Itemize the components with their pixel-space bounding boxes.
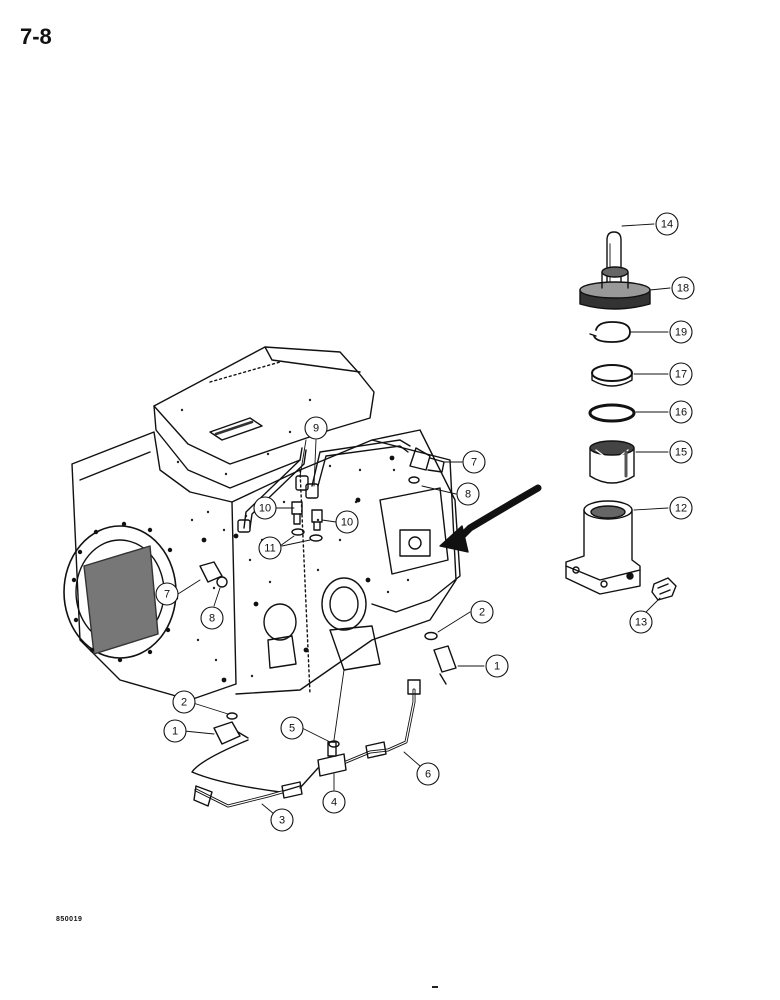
callout-circle: [669, 320, 693, 344]
callout-c10a: 10: [253, 496, 277, 520]
callout-number: 2: [479, 607, 485, 619]
page-mark: [432, 986, 438, 988]
callout-circle: [253, 496, 277, 520]
callout-number: 17: [675, 369, 687, 381]
callout-circle: [280, 716, 304, 740]
seal-ring-part: [591, 364, 633, 382]
callout-c10b: 10: [335, 510, 359, 534]
callout-c3: 3: [270, 808, 294, 832]
callout-circle: [462, 450, 486, 474]
callout-circle: [669, 440, 693, 464]
callout-number: 11: [264, 543, 275, 555]
callout-c9: 9: [304, 416, 328, 440]
callout-c16: 16: [669, 400, 693, 424]
callout-number: 1: [494, 661, 500, 673]
callout-number: 19: [675, 327, 687, 339]
callout-number: 6: [425, 769, 431, 781]
callout-c7a: 7: [462, 450, 486, 474]
indicator-arrow: [439, 484, 542, 553]
callout-circle: [258, 536, 282, 560]
sensor-part: [651, 577, 677, 601]
figure-code: 850019: [56, 916, 83, 923]
callout-circle: [485, 654, 509, 678]
callout-c2b: 2: [172, 690, 196, 714]
callout-c4: 4: [322, 790, 346, 814]
leader-lines: [177, 223, 671, 815]
callout-number: 10: [259, 503, 271, 515]
callout-c8b: 8: [200, 606, 224, 630]
callout-circle: [629, 610, 653, 634]
callout-number: 10: [341, 517, 353, 529]
callout-c5: 5: [280, 716, 304, 740]
callout-number: 8: [465, 489, 471, 501]
callout-circle: [669, 362, 693, 386]
callout-c1b: 1: [163, 719, 187, 743]
callout-circle: [172, 690, 196, 714]
callout-circle: [322, 790, 346, 814]
callout-c1a: 1: [485, 654, 509, 678]
callout-c7b: 7: [155, 582, 179, 606]
callout-number: 4: [331, 797, 337, 809]
callout-circle: [655, 212, 679, 236]
valve-cup-part: [589, 447, 635, 484]
snap-ring-part: [593, 321, 631, 343]
callout-number: 1: [172, 726, 178, 738]
callout-c17: 17: [669, 362, 693, 386]
callout-circle: [456, 482, 480, 506]
callout-number: 7: [471, 457, 477, 469]
callout-circle: [270, 808, 294, 832]
callout-number: 14: [661, 219, 673, 231]
callout-c18: 18: [671, 276, 695, 300]
callout-circle: [335, 510, 359, 534]
callout-c19: 19: [669, 320, 693, 344]
hydraulic-lines: [191, 439, 457, 808]
callout-circle: [155, 582, 179, 606]
callout-circle: [669, 496, 693, 520]
callout-number: 5: [289, 723, 295, 735]
callout-c6: 6: [416, 762, 440, 786]
callout-number: 9: [313, 423, 319, 435]
valve-stack: [565, 231, 677, 601]
callout-circle: [200, 606, 224, 630]
callout-number: 13: [635, 617, 647, 629]
callout-number: 15: [675, 447, 687, 459]
callout-number: 12: [675, 503, 687, 515]
transmission-housing: [63, 346, 461, 701]
o-ring-part: [588, 403, 636, 423]
callout-c2a: 2: [470, 600, 494, 624]
callout-number: 18: [677, 283, 689, 295]
callout-number: 2: [181, 697, 187, 709]
callout-number: 7: [164, 589, 170, 601]
callout-number: 3: [279, 815, 285, 827]
callout-c15: 15: [669, 440, 693, 464]
callout-number: 8: [209, 613, 215, 625]
callout-circle: [416, 762, 440, 786]
callout-circle: [470, 600, 494, 624]
callout-c13: 13: [629, 610, 653, 634]
callout-c14: 14: [655, 212, 679, 236]
callout-circle: [669, 400, 693, 424]
callout-number: 16: [675, 407, 687, 419]
callout-c12: 12: [669, 496, 693, 520]
callout-circle: [163, 719, 187, 743]
page-number: 7-8: [20, 24, 52, 49]
callout-circle: [304, 416, 328, 440]
callout-c11: 11: [258, 536, 282, 560]
callout-c8a: 8: [456, 482, 480, 506]
callout-circle: [671, 276, 695, 300]
